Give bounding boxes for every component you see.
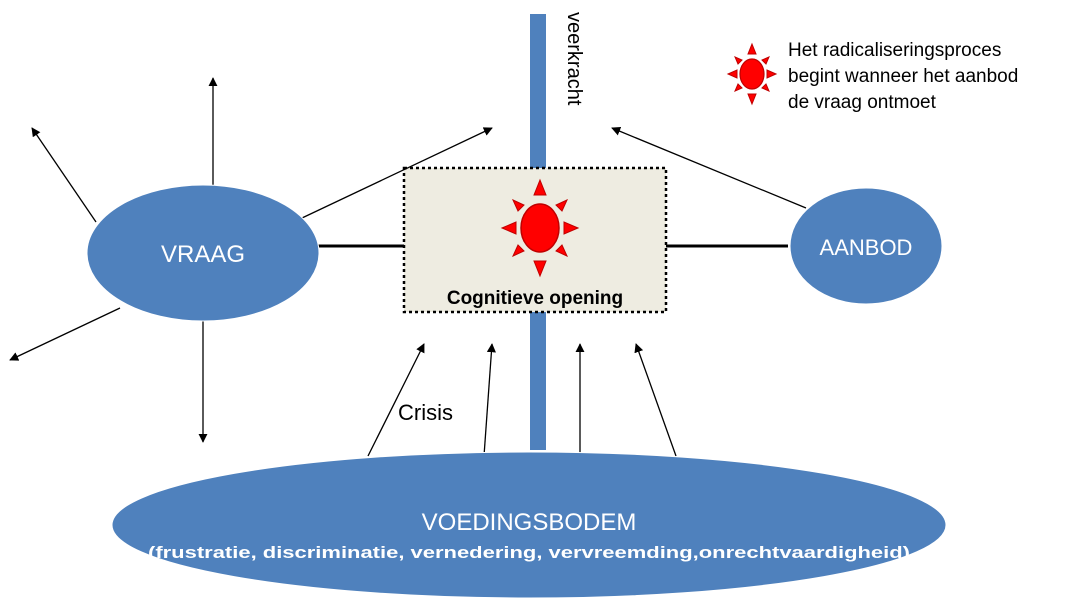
vraag-arrow-downleft	[9, 307, 121, 361]
voedingsbodem-arrow-4	[634, 343, 677, 457]
vraag-arrow-upright	[301, 127, 493, 219]
legend-line-3: de vraag ontmoet	[788, 92, 937, 113]
voedingsbodem-subtitle: (frustratie, discriminatie, vernedering,…	[148, 543, 910, 562]
vraag-node: VRAAG	[86, 184, 320, 322]
cognitive-opening-label: Cognitieve opening	[447, 288, 623, 309]
aanbod-node: AANBOD	[789, 187, 943, 305]
legend-line-2: begint wanneer het aanbod	[788, 66, 1018, 87]
legend-line-1: Het radicaliseringsproces	[788, 40, 1001, 61]
voedingsbodem-node: VOEDINGSBODEM (frustratie, discriminatie…	[111, 451, 947, 599]
vraag-label: VRAAG	[161, 241, 245, 268]
sun-icon	[500, 178, 580, 278]
vraag-ellipse	[86, 184, 320, 322]
aanbod-ellipse	[789, 187, 943, 305]
voedingsbodem-title: VOEDINGSBODEM	[422, 509, 637, 536]
voedingsbodem-ellipse	[111, 451, 947, 599]
legend: Het radicaliseringsproces begint wanneer…	[726, 40, 1018, 113]
legend-sun-icon	[726, 42, 778, 106]
vraag-arrow-upleft	[31, 127, 97, 223]
voedingsbodem-arrow-2	[483, 343, 496, 457]
voedingsbodem-arrow-1	[367, 343, 425, 457]
veerkracht-label: veerkracht	[563, 12, 585, 106]
crisis-label: Crisis	[398, 400, 453, 425]
aanbod-arrow-upleft	[611, 126, 807, 209]
aanbod-label: AANBOD	[820, 235, 913, 260]
